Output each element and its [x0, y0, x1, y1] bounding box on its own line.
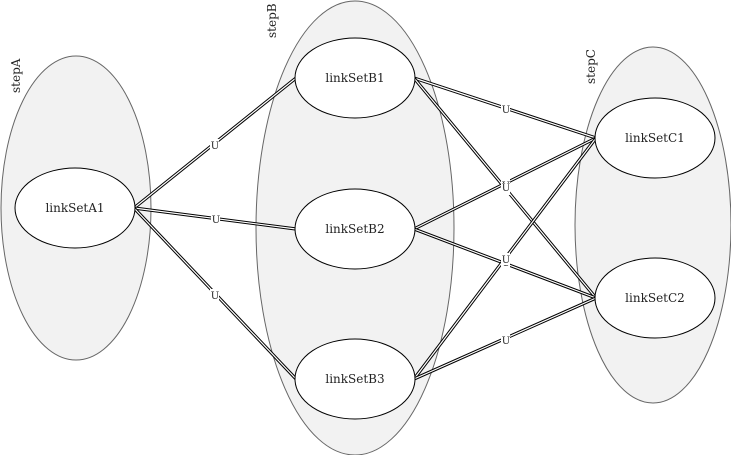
node-linkSetB1[interactable]: linkSetB1 — [294, 37, 416, 119]
edge-label-a1-b1: U — [210, 139, 219, 152]
edge-label-text: U — [211, 141, 219, 152]
edge-label-text: U — [502, 255, 510, 266]
edge-label-b3-c1: U — [501, 253, 510, 266]
edge-label-text: U — [502, 336, 510, 347]
edge-label-a1-b3: U — [210, 289, 219, 302]
edge-label-text: U — [502, 105, 510, 116]
node-linkSetB3[interactable]: linkSetB3 — [294, 338, 416, 420]
node-linkSetB2[interactable]: linkSetB2 — [294, 188, 416, 270]
edge-label-b3-c2: U — [501, 334, 510, 347]
edge-label-b1-c1: U — [501, 103, 510, 116]
node-label: linkSetC2 — [625, 291, 685, 305]
group-stepB-label: stepB — [265, 3, 279, 38]
node-label: linkSetB3 — [325, 372, 384, 386]
node-label: linkSetA1 — [45, 201, 104, 215]
group-stepA-label: stepA — [9, 58, 23, 93]
edge-label-layer: U U U U U U U U — [210, 103, 510, 347]
node-label: linkSetC1 — [625, 131, 685, 145]
group-stepC-label: stepC — [584, 49, 598, 84]
node-layer: linkSetA1 linkSetB1 linkSetB2 linkSetB3 … — [14, 37, 716, 420]
node-linkSetC2[interactable]: linkSetC2 — [594, 257, 716, 339]
edge-label-b2-c1: U — [501, 183, 510, 195]
node-linkSetA1[interactable]: linkSetA1 — [14, 167, 136, 249]
edge-label-a1-b2: U — [211, 213, 220, 226]
node-label: linkSetB1 — [325, 71, 384, 85]
edge-label-text: U — [212, 215, 220, 226]
edge-label-text: U — [211, 291, 219, 302]
node-label: linkSetB2 — [325, 222, 384, 236]
edge-label-text: U — [502, 183, 510, 194]
node-linkSetC1[interactable]: linkSetC1 — [594, 97, 716, 179]
